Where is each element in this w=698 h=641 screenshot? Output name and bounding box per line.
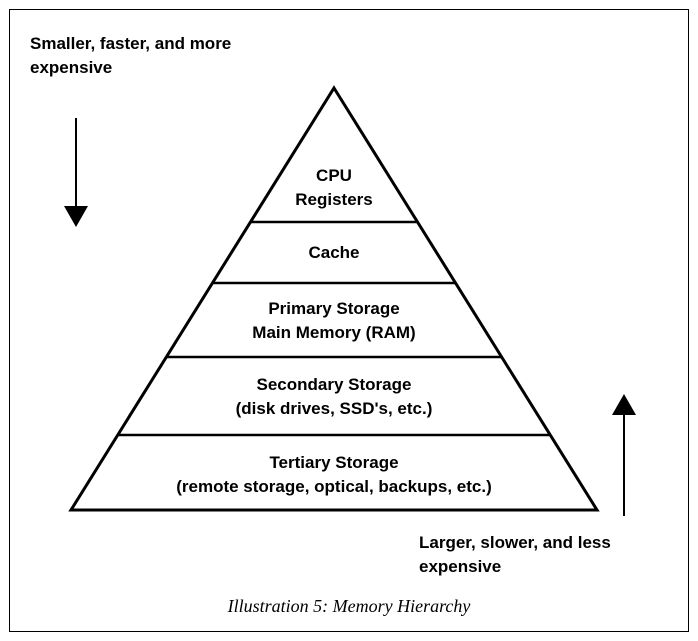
level-title: Primary Storage xyxy=(268,299,400,318)
level-subtitle: (remote storage, optical, backups, etc.) xyxy=(176,477,492,496)
figure-caption: Illustration 5: Memory Hierarchy xyxy=(227,596,471,616)
level-tertiary-storage: Tertiary Storage (remote storage, optica… xyxy=(134,451,534,499)
level-subtitle: (disk drives, SSD's, etc.) xyxy=(235,399,433,418)
up-arrow-icon xyxy=(612,394,636,516)
level-subtitle: Main Memory (RAM) xyxy=(252,323,416,342)
level-cache: Cache xyxy=(134,241,534,265)
level-secondary-storage: Secondary Storage (disk drives, SSD's, e… xyxy=(134,373,534,421)
level-cpu-registers: CPU Registers xyxy=(134,164,534,212)
top-note-line: expensive xyxy=(30,58,113,77)
bottom-note-line: Larger, slower, and less xyxy=(419,533,611,552)
level-title: CPU xyxy=(316,166,352,185)
level-subtitle: Registers xyxy=(295,190,373,209)
down-arrow-icon xyxy=(64,118,88,227)
level-title: Secondary Storage xyxy=(256,375,412,394)
bottom-note: Larger, slower, and less expensive xyxy=(419,531,611,579)
bottom-note-line: expensive xyxy=(419,557,502,576)
figure-frame xyxy=(9,9,689,632)
top-note: Smaller, faster, and more expensive xyxy=(30,32,231,80)
level-primary-storage: Primary Storage Main Memory (RAM) xyxy=(134,297,534,345)
pyramid-outline xyxy=(68,85,600,512)
top-note-line: Smaller, faster, and more xyxy=(30,34,232,53)
level-title: Cache xyxy=(308,243,360,262)
level-title: Tertiary Storage xyxy=(269,453,399,472)
